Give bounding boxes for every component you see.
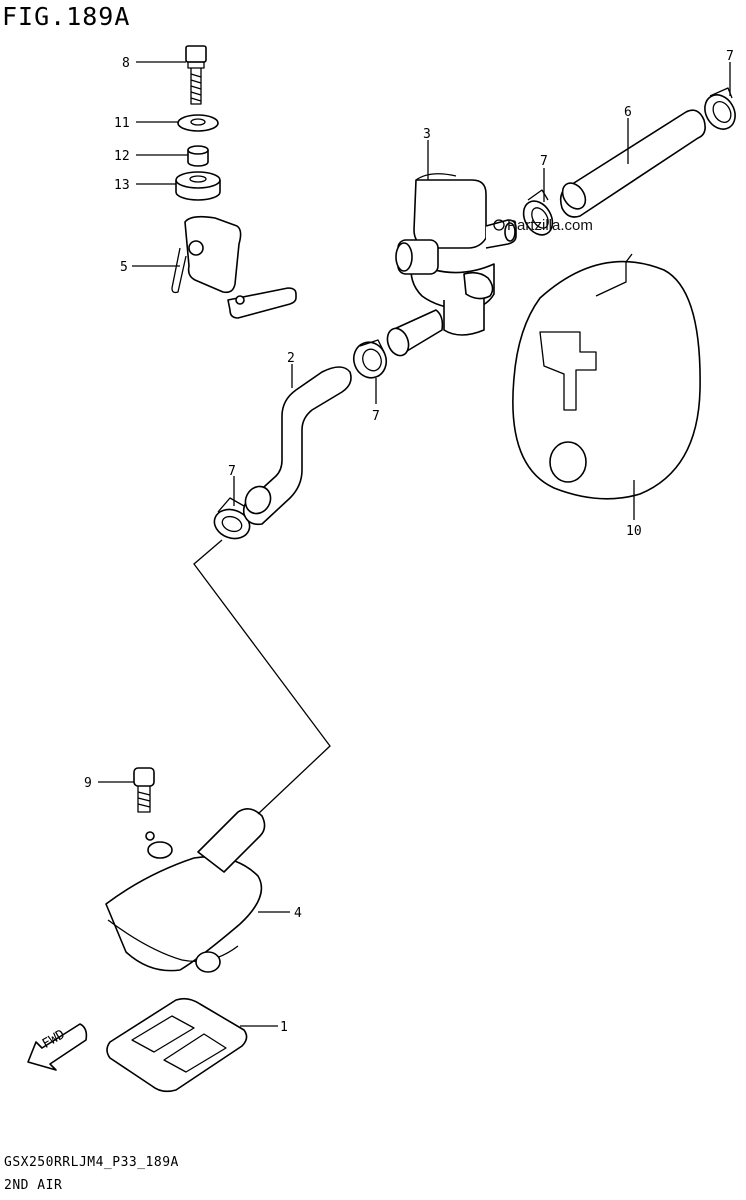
hose-part[interactable] <box>241 366 352 526</box>
callout-6: 6 <box>624 105 632 120</box>
clamp-part[interactable] <box>518 189 559 240</box>
callout-12: 12 <box>114 149 130 164</box>
callout-7-d: 7 <box>228 464 236 479</box>
clamp-part[interactable] <box>349 338 391 383</box>
callout-9: 9 <box>84 776 92 791</box>
callout-13: 13 <box>114 178 130 193</box>
watermark: Partzilla.com <box>493 217 593 234</box>
callout-7-a: 7 <box>726 49 734 64</box>
diagram-code: GSX250RRLJM4_P33_189A <box>4 1155 179 1170</box>
leader-lines <box>98 61 731 1027</box>
connection-line <box>193 539 331 815</box>
callout-5: 5 <box>120 260 128 275</box>
callout-4: 4 <box>294 906 302 921</box>
callout-2: 2 <box>287 351 295 366</box>
callout-10: 10 <box>626 524 642 539</box>
valve-outlet-pipe <box>386 309 444 357</box>
clamp-part[interactable] <box>210 497 253 543</box>
callout-11: 11 <box>114 116 130 131</box>
collar-part[interactable] <box>187 145 209 167</box>
callout-7-c: 7 <box>372 409 380 424</box>
callout-8: 8 <box>122 56 130 71</box>
washer-part[interactable] <box>177 114 219 132</box>
valve-part[interactable] <box>395 173 517 336</box>
bolt-part[interactable] <box>185 45 207 105</box>
fwd-direction-arrow: FWD <box>27 1023 88 1071</box>
callout-3: 3 <box>423 127 431 142</box>
callout-7-b: 7 <box>540 154 548 169</box>
cover-pad-part[interactable] <box>512 253 701 500</box>
hose-part[interactable] <box>558 109 706 218</box>
bracket-part[interactable] <box>171 215 297 319</box>
callout-1: 1 <box>280 1020 288 1035</box>
clamp-part[interactable] <box>699 87 741 135</box>
watermark-text: Partzilla.com <box>507 217 593 234</box>
reed-valve-part[interactable] <box>106 997 248 1093</box>
figure-title: FIG.189A <box>2 2 131 31</box>
bolt-part[interactable] <box>133 767 155 841</box>
grommet-part[interactable] <box>175 171 221 201</box>
reed-valve-cover-part[interactable] <box>105 808 266 973</box>
section-name: 2ND AIR <box>4 1178 63 1193</box>
